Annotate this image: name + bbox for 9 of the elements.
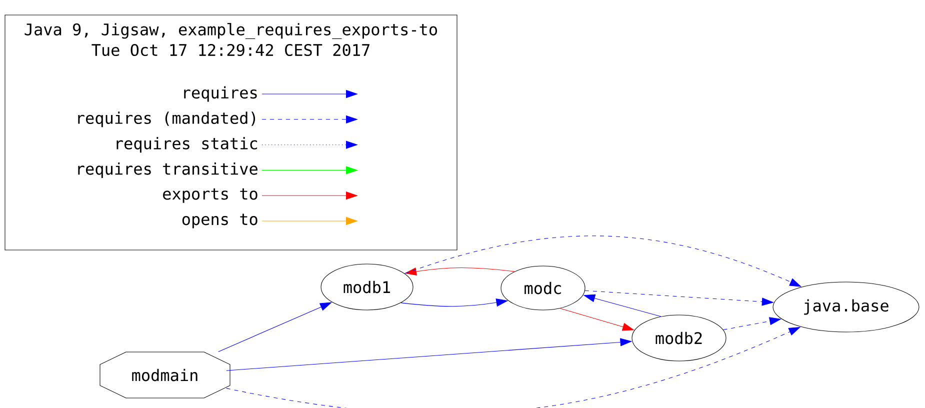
date-label: Tue Oct 17 12:29:42 CEST 2017 xyxy=(92,44,370,56)
legend-label: opens to xyxy=(182,214,258,228)
legend-label: requires static xyxy=(116,137,258,153)
legend-label: exports to xyxy=(163,188,258,203)
legend-label: requires (mandated) xyxy=(78,112,256,128)
title: Java 9, Jigsaw, example_requires_exports-to xyxy=(24,23,437,39)
module-octagon: modmain xyxy=(100,352,230,398)
legend-label: requires xyxy=(184,86,257,102)
legend-label: requires transitive xyxy=(78,162,258,178)
